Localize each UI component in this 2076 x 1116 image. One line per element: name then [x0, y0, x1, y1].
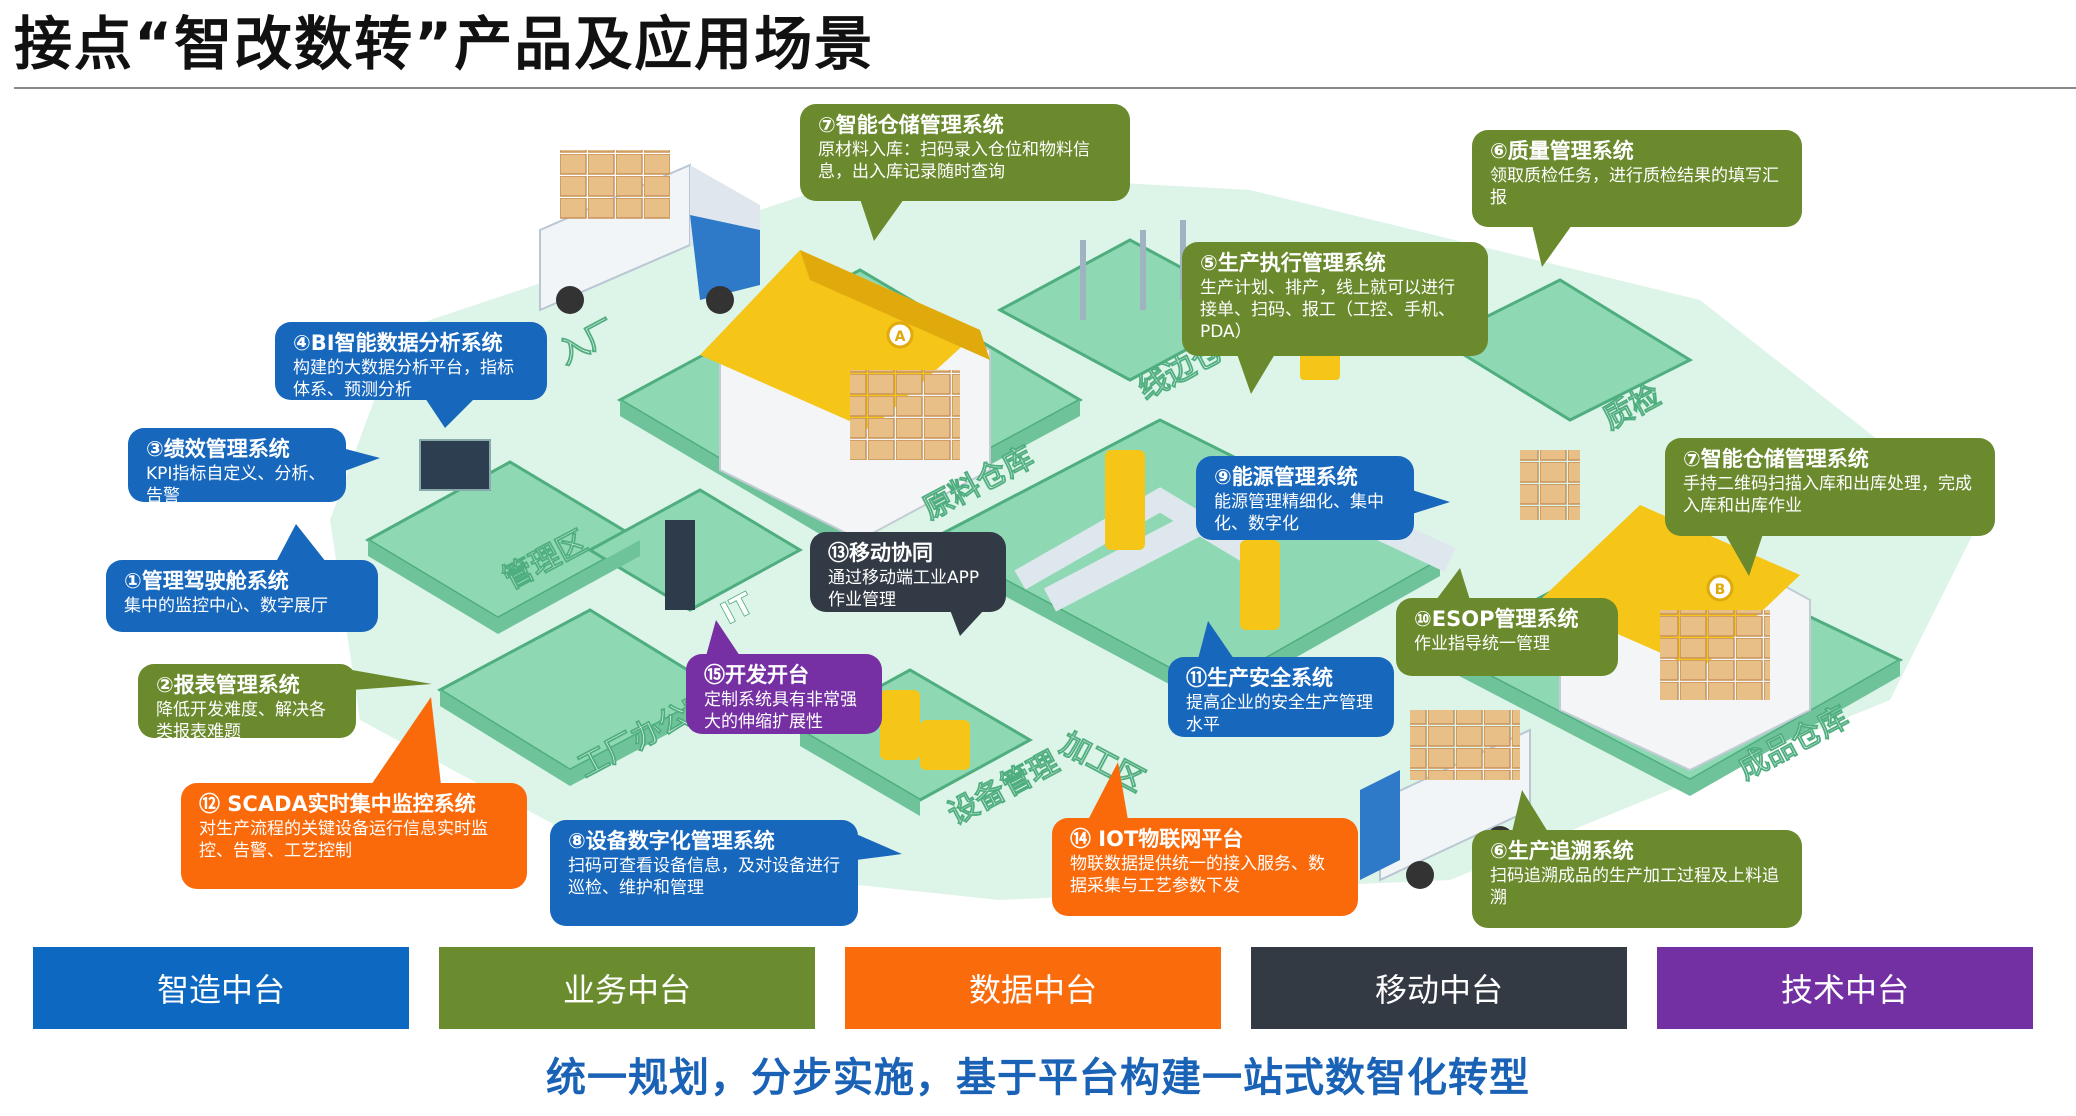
- callout-scada: ⑫ SCADA实时集中监控系统 对生产流程的关键设备运行信息实时监控、告警、工艺…: [181, 697, 527, 889]
- callout-title: ⑧设备数字化管理系统: [568, 829, 775, 853]
- callout-desc: 提高企业的安全生产管理水平: [1186, 693, 1373, 735]
- callout-report: ②报表管理系统 降低开发难度、解决各类报表难题: [138, 664, 432, 742]
- callout-title: ⑦智能仓储管理系统: [818, 113, 1004, 137]
- callout-desc: 扫码可查看设备信息，及对设备进行巡检、维护和管理: [568, 856, 840, 898]
- callout-traceability: ⑥生产追溯系统 扫码追溯成品的生产加工过程及上料追溯: [1472, 790, 1802, 928]
- callout-title: ⑤生产执行管理系统: [1200, 251, 1386, 275]
- platform-tech: 技术中台: [1657, 947, 2033, 1029]
- callout-desc: 构建的大数据分析平台，指标体系、预测分析: [293, 358, 514, 400]
- callout-title: ⑩ESOP管理系统: [1414, 607, 1579, 631]
- callout-mes: ⑤生产执行管理系统 生产计划、排产，线上就可以进行接单、扫码、报工（工控、手机、…: [1182, 242, 1488, 394]
- callout-esop: ⑩ESOP管理系统 作业指导统一管理: [1396, 568, 1618, 676]
- callout-title: ⑬移动协同: [828, 541, 933, 565]
- platform-label: 技术中台: [1780, 971, 1909, 1009]
- callout-dev-platform: ⑮开发开台 定制系统具有非常强大的伸缩扩展性: [686, 620, 882, 734]
- callout-title: ⑫ SCADA实时集中监控系统: [199, 792, 476, 816]
- footer-slogan: 统一规划，分步实施，基于平台构建一站式数智化转型: [546, 1055, 1530, 1101]
- callout-mobile: ⑬移动协同 通过移动端工业APP作业管理: [810, 532, 1006, 636]
- dashboard-screen: [419, 439, 491, 491]
- callout-desc: 原材料入库：扫码录入仓位和物料信息，出入库记录随时查询: [818, 140, 1090, 182]
- callout-title: ①管理驾驶舱系统: [124, 569, 289, 593]
- truck-outbound: [1360, 710, 1531, 889]
- callout-smart-warehouse-b: ⑦智能仓储管理系统 手持二维码扫描入库和出库处理，完成入库和出库作业: [1665, 438, 1995, 576]
- title-divider: [14, 87, 2076, 89]
- callout-safety: ⑪生产安全系统 提高企业的安全生产管理水平: [1168, 621, 1394, 737]
- callout-desc: 物联数据提供统一的接入服务、数据采集与工艺参数下发: [1070, 854, 1325, 896]
- warehouse-a: A: [700, 250, 991, 542]
- callout-title: ⑥生产追溯系统: [1490, 839, 1634, 863]
- tile-qc: [1436, 278, 1694, 422]
- platform-business: 业务中台: [439, 947, 815, 1029]
- platform-label: 智造中台: [156, 971, 285, 1009]
- truck-inbound: [539, 150, 760, 314]
- callout-desc: 集中的监控中心、数字展厅: [124, 596, 328, 616]
- callout-title: ③绩效管理系统: [146, 437, 290, 461]
- callout-bi: ④BI智能数据分析系统 构建的大数据分析平台，指标体系、预测分析: [275, 322, 547, 428]
- callout-cockpit: ①管理驾驶舱系统 集中的监控中心、数字展厅: [106, 524, 378, 632]
- callout-desc: 作业指导统一管理: [1414, 634, 1550, 654]
- callout-title: ⑨能源管理系统: [1214, 465, 1358, 489]
- warehouse-b-mark: B: [1715, 582, 1726, 598]
- platform-data: 数据中台: [845, 947, 1221, 1029]
- callout-desc: 定制系统具有非常强大的伸缩扩展性: [704, 690, 857, 732]
- platform-manufacturing: 智造中台: [33, 947, 409, 1029]
- callout-quality: ⑥质量管理系统 领取质检任务，进行质检结果的填写汇报: [1472, 130, 1802, 267]
- callout-performance: ③绩效管理系统 KPI指标自定义、分析、告警: [128, 428, 380, 506]
- callout-desc: 扫码追溯成品的生产加工过程及上料追溯: [1490, 866, 1779, 908]
- warehouse-b: B: [1540, 505, 1811, 772]
- callout-title: ④BI智能数据分析系统: [293, 331, 503, 355]
- callout-title: ②报表管理系统: [156, 673, 300, 697]
- platform-mobile: 移动中台: [1251, 947, 1627, 1029]
- platform-label: 移动中台: [1374, 971, 1503, 1009]
- callout-desc: 手持二维码扫描入库和出库处理，完成入库和出库作业: [1683, 474, 1972, 516]
- callout-equipment: ⑧设备数字化管理系统 扫码可查看设备信息，及对设备进行巡检、维护和管理: [550, 820, 902, 926]
- callout-desc: 通过移动端工业APP作业管理: [828, 568, 980, 610]
- callout-desc: 对生产流程的关键设备运行信息实时监控、告警、工艺控制: [199, 819, 488, 861]
- callout-desc: 生产计划、排产，线上就可以进行接单、扫码、报工（工控、手机、PDA）: [1200, 278, 1455, 342]
- callout-title: ⑪生产安全系统: [1186, 666, 1333, 690]
- machines: [880, 340, 1340, 770]
- callout-energy: ⑨能源管理系统 能源管理精细化、集中化、数字化: [1196, 456, 1450, 540]
- callout-desc: 领取质检任务，进行质检结果的填写汇报: [1490, 166, 1779, 208]
- callout-title: ⑮开发开台: [704, 663, 809, 687]
- platform-label: 业务中台: [562, 971, 691, 1009]
- callout-desc: 降低开发难度、解决各类报表难题: [156, 700, 326, 742]
- callout-desc: KPI指标自定义、分析、告警: [146, 464, 326, 506]
- callout-title: ⑭ IOT物联网平台: [1070, 827, 1244, 851]
- page-title: 接点“智改数转”产品及应用场景: [14, 10, 875, 78]
- box-stack: [1520, 450, 1580, 520]
- callout-iot: ⑭ IOT物联网平台 物联数据提供统一的接入服务、数据采集与工艺参数下发: [1052, 762, 1358, 916]
- server-rack: [665, 520, 695, 610]
- callout-desc: 能源管理精细化、集中化、数字化: [1214, 492, 1384, 534]
- callout-title: ⑥质量管理系统: [1490, 139, 1634, 163]
- warehouse-a-mark: A: [895, 329, 906, 345]
- callout-smart-warehouse-a: ⑦智能仓储管理系统 原材料入库：扫码录入仓位和物料信息，出入库记录随时查询: [800, 104, 1130, 241]
- platform-label: 数据中台: [968, 971, 1097, 1009]
- callout-title: ⑦智能仓储管理系统: [1683, 447, 1869, 471]
